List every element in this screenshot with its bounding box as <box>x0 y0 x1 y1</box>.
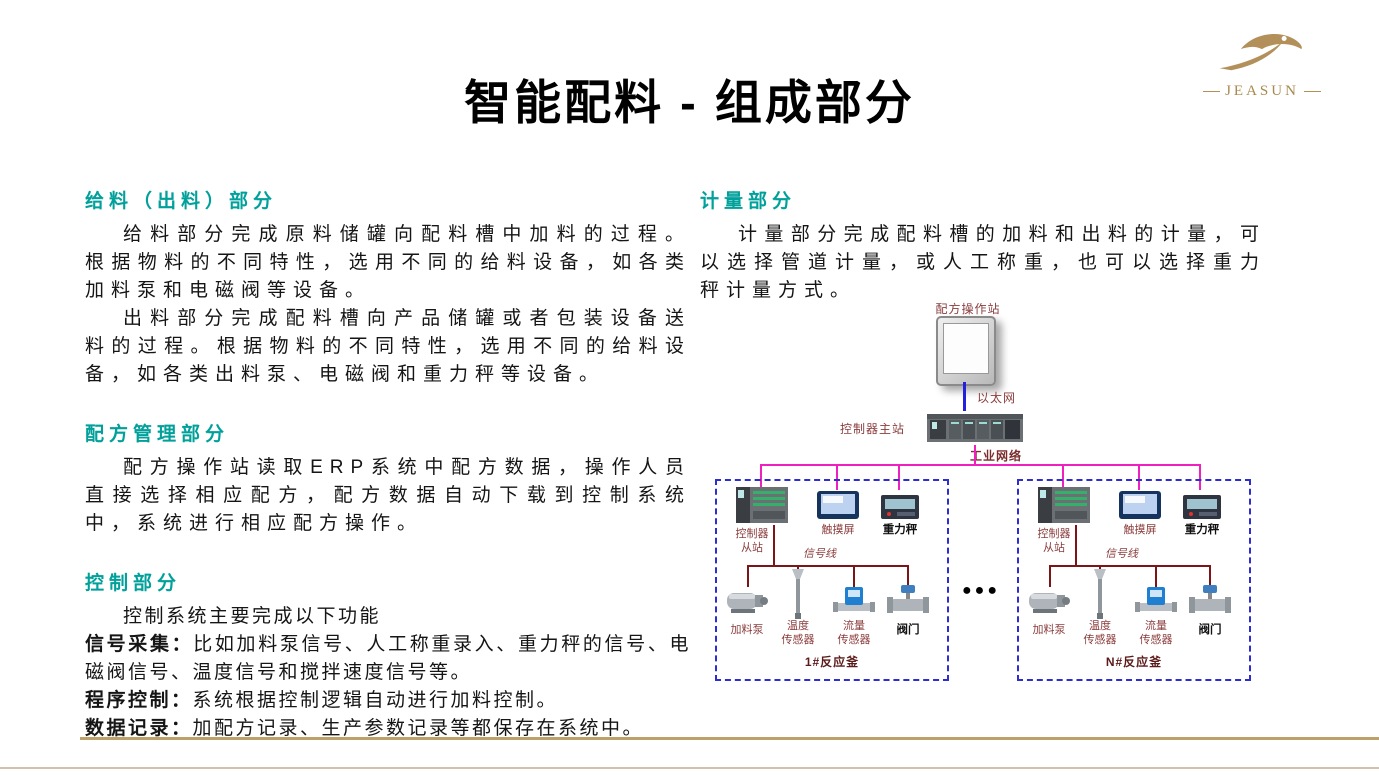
section-heading-measure: 计量部分 <box>700 191 797 212</box>
jeasun-logo: JEASUN <box>1203 26 1321 100</box>
feeding-paragraph-2: 出料部分完成配料槽向产品储罐或者包装设备送料的过程。根据物料的不同特性，选用不同… <box>85 308 691 385</box>
signal-drop-pump <box>1049 565 1051 587</box>
network-drop-2 <box>836 464 838 490</box>
reactor-box-2: 控制器 从站 触摸屏 重力秤 信号线 <box>1017 479 1251 681</box>
network-drop-master <box>974 445 976 465</box>
signal-drop-pump <box>747 565 749 587</box>
network-drop-3 <box>898 464 900 490</box>
signal-line-label: 信号线 <box>1105 548 1138 560</box>
temp-sensor-icon <box>1094 569 1106 619</box>
valve-icon <box>887 585 929 613</box>
logo-rule-right <box>1303 91 1321 92</box>
slave-controller-icon <box>1038 487 1090 523</box>
section-heading-recipe: 配方管理部分 <box>85 424 230 445</box>
valve-icon <box>1189 585 1231 613</box>
control-item-record-text: 加配方记录、生产参数记录等都保存在系统中。 <box>192 718 645 739</box>
signal-line-vertical <box>1075 525 1077 565</box>
control-item-program-text: 系统根据控制逻辑自动进行加料控制。 <box>192 690 559 711</box>
tablet-screen <box>943 323 989 374</box>
control-item-record: 数据记录：加配方记录、生产参数记录等都保存在系统中。 <box>85 715 691 743</box>
logo-bird-icon <box>1219 34 1302 71</box>
gravity-scale-icon <box>1183 495 1221 519</box>
signal-line-bus <box>1049 565 1211 567</box>
gravity-scale-label: 重力秤 <box>1184 524 1220 536</box>
slave-controller-icon <box>736 487 788 523</box>
logo-text-row: JEASUN <box>1203 83 1321 100</box>
master-controller-icon <box>927 414 1023 442</box>
measure-paragraph: 计量部分完成配料槽的加料和出料的计量，可以选择管道计量，或人工称重，也可以选择重… <box>700 224 1266 301</box>
slave-controller-label: 控制器 从站 <box>1037 528 1071 554</box>
operator-station-label: 配方操作站 <box>935 302 1001 316</box>
feed-pump-icon <box>727 593 768 613</box>
network-drop-6 <box>1199 464 1201 490</box>
flow-sensor-icon <box>1135 587 1177 612</box>
control-item-signal-label: 信号采集： <box>85 634 194 655</box>
network-drop-1 <box>760 464 762 490</box>
section-heading-control: 控制部分 <box>85 573 182 594</box>
signal-line-vertical <box>773 525 775 565</box>
control-item-record-label: 数据记录： <box>85 718 193 739</box>
signal-drop-valve <box>1209 565 1211 587</box>
signal-line-bus <box>747 565 909 567</box>
temp-sensor-label: 温度 传感器 <box>781 620 815 646</box>
control-item-program-label: 程序控制： <box>85 690 193 711</box>
network-drop-4 <box>1062 464 1064 490</box>
footer-base-line <box>0 767 1379 769</box>
slide-title: 智能配料 - 组成部分 <box>464 76 915 129</box>
flow-sensor-label: 流量 传感器 <box>1139 620 1173 646</box>
gravity-scale-icon <box>881 495 919 519</box>
right-column: 计量部分 计量部分完成配料槽的加料和出料的计量，可以选择管道计量，或人工称重，也… <box>700 186 1266 305</box>
feeding-paragraph-1: 给料部分完成原料储罐向配料槽中加料的过程。根据物料的不同特性，选用不同的给料设备… <box>85 224 691 301</box>
temp-sensor-label: 温度 传感器 <box>1083 620 1117 646</box>
gravity-scale-label: 重力秤 <box>882 524 918 536</box>
feed-pump-label: 加料泵 <box>1032 624 1066 636</box>
industrial-network-label: 工业网络 <box>970 449 1023 463</box>
section-heading-feeding: 给料（出料）部分 <box>85 191 278 212</box>
signal-drop-valve <box>907 565 909 587</box>
touchscreen-icon <box>817 491 859 519</box>
feed-pump-icon <box>1029 593 1070 613</box>
touchscreen-icon <box>1119 491 1161 519</box>
signal-drop-flow <box>1155 565 1157 587</box>
network-drop-5 <box>1138 464 1140 490</box>
slave-controller-label: 控制器 从站 <box>735 528 769 554</box>
reactor-box-1: 控制器 从站 触摸屏 重力秤 信号线 <box>715 479 949 681</box>
control-item-program: 程序控制：系统根据控制逻辑自动进行加料控制。 <box>85 687 691 715</box>
left-column: 给料（出料）部分 给料部分完成原料储罐向配料槽中加料的过程。根据物料的不同特性，… <box>85 186 691 743</box>
reactor-name: 1#反应釜 <box>804 655 860 669</box>
operator-station-icon <box>936 316 996 386</box>
temp-sensor-icon <box>792 569 804 619</box>
ethernet-line <box>963 382 966 411</box>
flow-sensor-icon <box>833 587 875 612</box>
feed-pump-label: 加料泵 <box>730 624 764 636</box>
reactor-name: N#反应釜 <box>1105 655 1163 669</box>
control-item-signal-text: 比如加料泵信号、人工称重录入、重力秤的信号、电磁阀信号、温度信号和搅拌速度信号等… <box>85 634 691 683</box>
touchscreen-label: 触摸屏 <box>821 524 855 536</box>
logo-rule-left <box>1203 91 1221 92</box>
master-controller-label: 控制器主站 <box>840 422 906 436</box>
signal-drop-flow <box>853 565 855 587</box>
ellipsis-dots: ●●● <box>962 582 1000 599</box>
touchscreen-label: 触摸屏 <box>1123 524 1157 536</box>
valve-label: 阀门 <box>896 624 920 636</box>
ethernet-label: 以太网 <box>977 391 1017 405</box>
logo-text: JEASUN <box>1225 83 1299 99</box>
control-item-signal: 信号采集：比如加料泵信号、人工称重录入、重力秤的信号、电磁阀信号、温度信号和搅拌… <box>85 631 691 687</box>
signal-line-label: 信号线 <box>803 548 836 560</box>
control-intro: 控制系统主要完成以下功能 <box>123 606 382 627</box>
network-bus <box>760 464 1201 466</box>
flow-sensor-label: 流量 传感器 <box>837 620 871 646</box>
recipe-paragraph: 配方操作站读取ERP系统中配方数据，操作人员直接选择相应配方，配方数据自动下载到… <box>85 457 691 534</box>
valve-label: 阀门 <box>1198 624 1222 636</box>
footer-gold-line <box>80 737 1379 740</box>
